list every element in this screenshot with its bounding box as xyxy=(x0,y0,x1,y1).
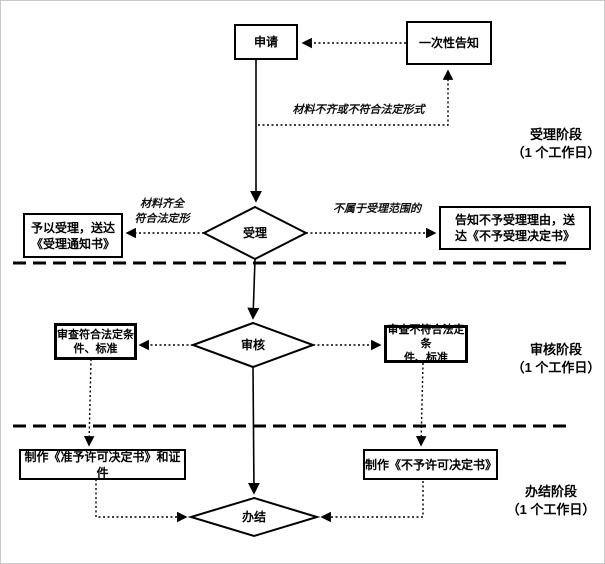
stage-accept-duration: （1 个工作日） xyxy=(511,145,601,160)
stage-review-name: 审核阶段 xyxy=(529,342,582,357)
arrow-feedback-to-notice xyxy=(258,69,454,126)
node-review-pass: 审查符合法定条 件、标准 xyxy=(54,323,137,360)
arrow-review-to-complete xyxy=(247,366,260,495)
node-accept-no: 告知不予受理理由，送 达《不予受理决定书》 xyxy=(439,206,591,250)
diamond-accept xyxy=(201,205,309,261)
node-one-time-notice-label: 一次性告知 xyxy=(418,36,479,50)
arrow-fail-to-makedeny xyxy=(415,362,427,447)
note-materials-complete-line2: 符合法定形 xyxy=(134,213,190,225)
arrow-makedeny-to-complete xyxy=(320,481,424,523)
stage-review-duration: （1 个工作日） xyxy=(511,360,601,375)
diamond-review xyxy=(190,321,316,369)
node-accept-no-line2: 达《不予受理决定书》 xyxy=(454,229,575,243)
note-materials-complete: 材料齐全 符合法定形 xyxy=(123,197,201,227)
node-review-fail: 审查不符合法定条 件、标准 xyxy=(384,324,468,364)
node-make-deny: 制作《不予许可决定书》 xyxy=(363,449,498,480)
node-accept-yes-line1: 予以受理，送达 xyxy=(30,220,115,235)
stage-complete-name: 办结阶段 xyxy=(524,484,577,499)
stage-label-review: 审核阶段 （1 个工作日） xyxy=(506,341,604,377)
node-apply-label: 申请 xyxy=(253,35,278,49)
node-make-approve-label: 制作《准予许可决定书》和证件 xyxy=(24,449,181,480)
stage-label-accept: 受理阶段 （1 个工作日） xyxy=(506,126,604,162)
arrow-accept-to-review xyxy=(247,258,260,320)
node-accept-no-line1: 告知不予受理理由，送 xyxy=(454,213,575,227)
arrow-makeapprove-to-complete xyxy=(95,479,188,523)
node-apply: 申请 xyxy=(234,24,298,60)
node-review-pass-line2: 件、标准 xyxy=(73,342,118,355)
node-review-fail-line1: 审查不符合法定条 xyxy=(387,324,465,350)
arrow-pass-to-makeapprove xyxy=(83,358,95,447)
note-materials-complete-line1: 材料齐全 xyxy=(140,198,184,210)
node-review-pass-line1: 审查符合法定条 xyxy=(57,328,134,341)
node-accept-yes: 予以受理，送达 《受理通知书》 xyxy=(23,213,123,258)
stage-complete-duration: （1 个工作日） xyxy=(506,502,596,517)
note-not-in-scope: 不属于受理范围的 xyxy=(333,203,421,215)
note-materials-incomplete: 材料不齐或不符合法定形式 xyxy=(292,104,425,116)
node-accept-yes-line2: 《受理通知书》 xyxy=(30,236,115,251)
diamond-complete xyxy=(187,496,321,538)
node-make-deny-label: 制作《不予许可决定书》 xyxy=(365,457,498,472)
node-review-fail-line2: 件、标准 xyxy=(404,352,448,364)
stage-label-complete: 办结阶段 （1 个工作日） xyxy=(501,483,601,519)
node-one-time-notice: 一次性告知 xyxy=(406,21,492,65)
stage-accept-name: 受理阶段 xyxy=(529,127,582,142)
node-make-approve: 制作《准予许可决定书》和证件 xyxy=(19,449,186,480)
